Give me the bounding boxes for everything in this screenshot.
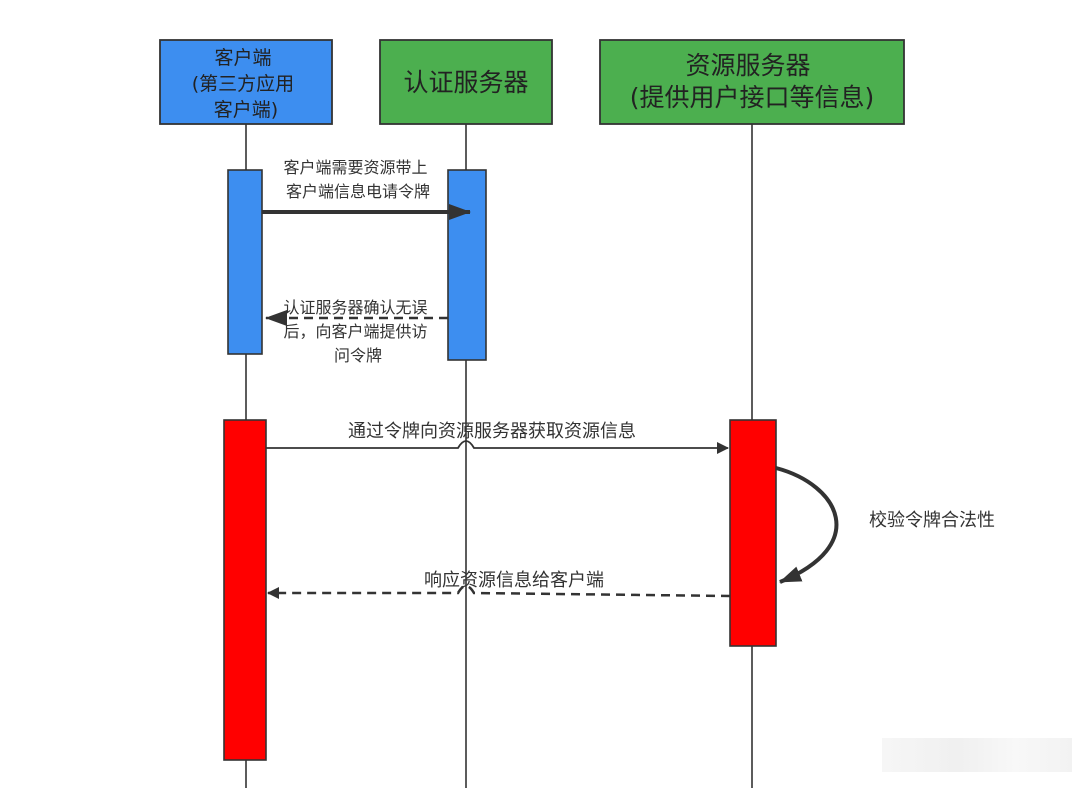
participant-client: 客户端 (第三方应用 客户端) — [159, 39, 333, 125]
message-issue-token-label: 认证服务器确认无误 后，向客户端提供访 问令牌 — [283, 298, 432, 365]
message-return-resource-label: 响应资源信息给客户端 — [424, 570, 604, 591]
svg-text:客户端 (第三方应用 客户端): 客户端 (第三方应用 客户端) — [192, 47, 300, 121]
activation-client-2 — [223, 419, 267, 761]
message-validate-token-arrow — [775, 466, 839, 584]
activation-auth-1 — [447, 169, 487, 361]
activation-resource-1 — [729, 419, 777, 647]
activation-client-1 — [227, 169, 263, 355]
participant-auth-line1: 认证服务器 — [403, 68, 528, 97]
svg-text:资源服务器 (提供用户接口等信息): 资源服务器 (提供用户接口等信息) — [630, 51, 875, 112]
participant-auth: 认证服务器 — [379, 39, 553, 125]
message-request-token-label: 客户端需要资源带上 客户端信息电请令牌 — [283, 158, 432, 201]
watermark — [882, 738, 1072, 772]
participant-resource: 资源服务器 (提供用户接口等信息) — [599, 39, 905, 125]
participant-client-line2: (第三方应用 — [192, 73, 294, 95]
message-fetch-resource-label: 通过令牌向资源服务器获取资源信息 — [348, 421, 636, 442]
participant-resource-line2: (提供用户接口等信息) — [630, 83, 875, 112]
message-validate-token-label: 校验令牌合法性 — [869, 510, 995, 531]
svg-text:认证服务器: 认证服务器 — [403, 68, 528, 97]
message-fetch-resource-arrow — [266, 440, 729, 454]
participant-client-line1: 客户端 — [214, 47, 271, 69]
participant-resource-line1: 资源服务器 — [686, 51, 811, 80]
participant-client-line3: 客户端) — [214, 99, 278, 121]
message-return-resource-arrow — [267, 584, 731, 599]
